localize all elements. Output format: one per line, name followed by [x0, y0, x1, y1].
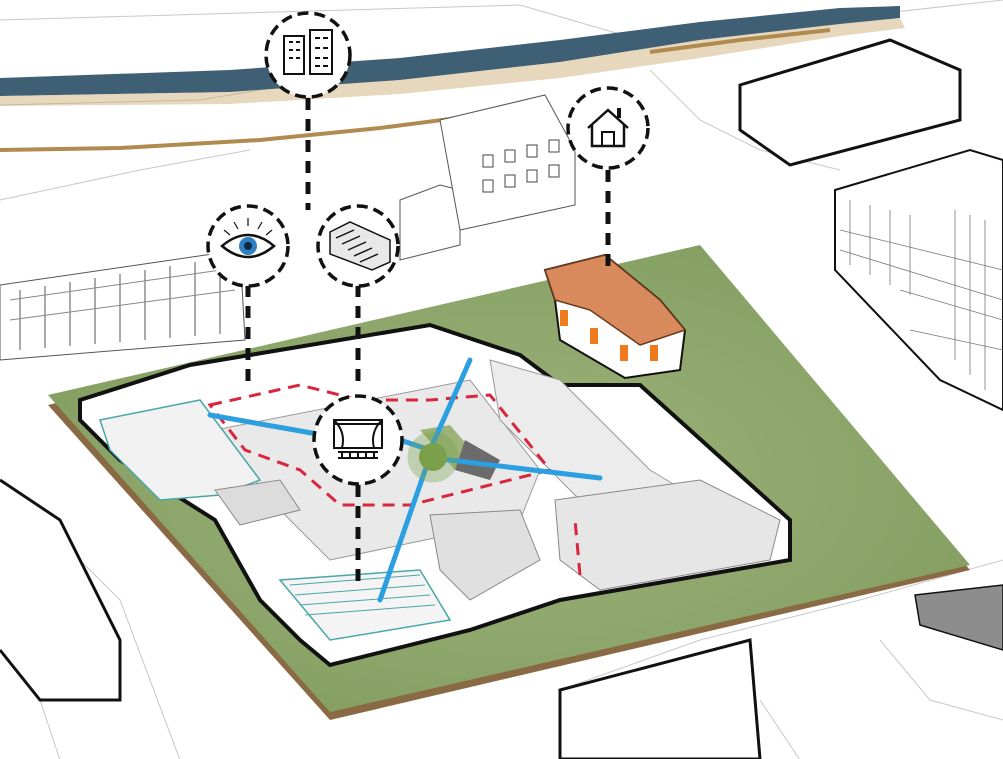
main-complex — [78, 322, 792, 668]
office-buildings-icon — [264, 11, 352, 99]
view-axes — [207, 357, 603, 603]
house-building — [543, 253, 687, 380]
central-node — [407, 431, 459, 483]
river — [0, 6, 905, 152]
theater-stage-icon — [312, 394, 404, 486]
house-icon — [566, 86, 650, 170]
context-buildings — [0, 38, 1003, 759]
eye-icon — [206, 204, 290, 288]
stairs-icon — [316, 204, 400, 288]
leader-lines — [245, 98, 611, 590]
streetscape-facades — [0, 94, 576, 361]
context-building-grid — [839, 200, 1003, 390]
